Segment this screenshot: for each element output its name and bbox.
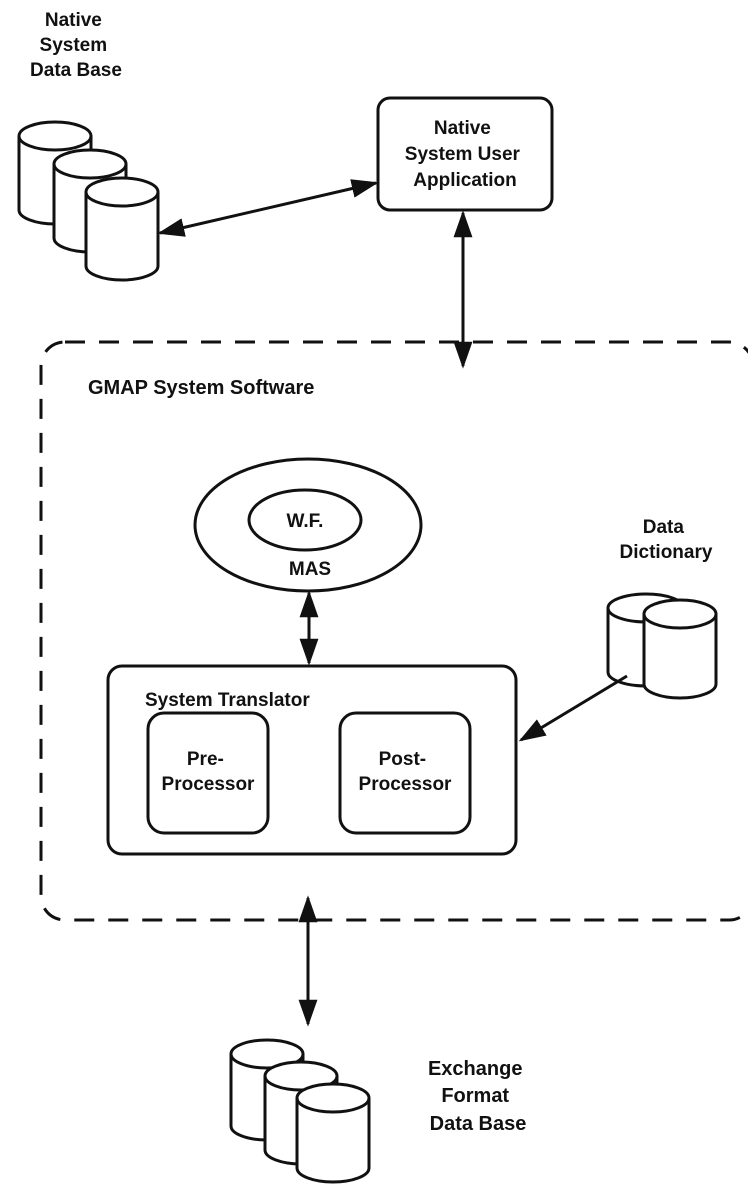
- exchange-db-icon: [229, 1038, 371, 1184]
- mas-label: MAS: [289, 559, 331, 580]
- gmap-title: GMAP System Software: [88, 377, 314, 399]
- data-dictionary-label: Data Dictionary: [620, 517, 713, 563]
- post-processor-label: Post- Processor: [359, 749, 453, 795]
- native-db-label: Native System Data Base: [30, 10, 122, 81]
- pre-processor-label: Pre- Processor: [162, 749, 256, 795]
- post-processor-box: [338, 711, 472, 835]
- arrow-dictionary-translator: [518, 674, 628, 742]
- data-dictionary-icon: [606, 592, 718, 700]
- wf-label: W.F.: [287, 511, 324, 532]
- pre-processor-box: [146, 711, 270, 835]
- gmap-container: [39, 340, 748, 922]
- arrow-native-db-app: [157, 179, 379, 237]
- translator-title: System Translator: [145, 690, 310, 711]
- native-app-box: [376, 96, 554, 212]
- wf-ellipse: [247, 488, 363, 552]
- native-db-icon: [17, 120, 160, 282]
- native-app-label: Native System User Application: [405, 118, 525, 191]
- exchange-db-label: Exchange Format Data Base: [428, 1058, 528, 1135]
